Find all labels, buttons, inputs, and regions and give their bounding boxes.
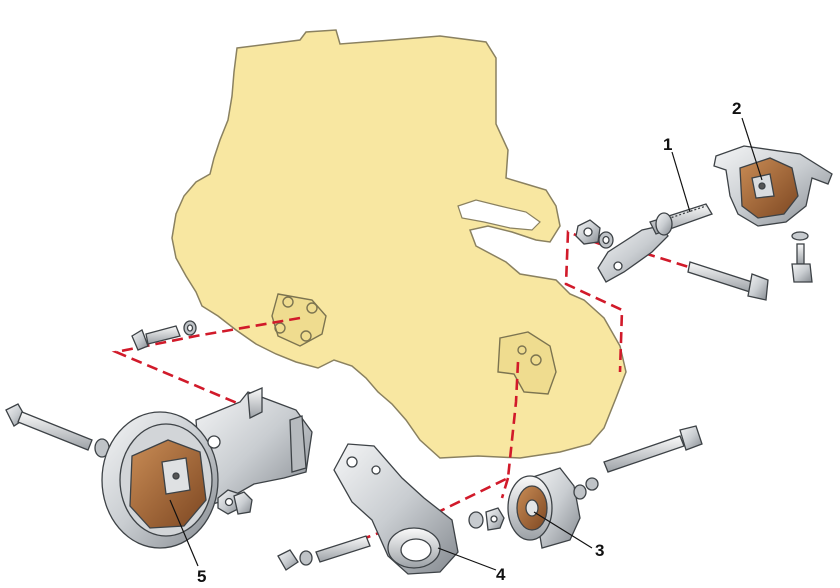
part-2-right-mount bbox=[713, 145, 833, 227]
callout-leader-lines bbox=[169, 117, 763, 571]
part-1-mount-bolt-plate bbox=[597, 203, 713, 283]
part-5-left-mount bbox=[101, 387, 313, 549]
long-bolt-right bbox=[687, 261, 769, 301]
engine-right-bracket bbox=[497, 331, 557, 395]
callout-1: 1 bbox=[663, 135, 672, 154]
nuts-part-5 bbox=[217, 489, 253, 515]
nut-washer-part-1 bbox=[575, 219, 614, 249]
callout-4: 4 bbox=[496, 565, 506, 584]
engine-cutout-slot bbox=[457, 199, 541, 231]
small-bolt-washer-right bbox=[791, 231, 813, 283]
long-bolt-lower-right bbox=[573, 425, 703, 500]
part-4-lower-bracket bbox=[333, 443, 459, 575]
engine-block-silhouette bbox=[171, 29, 627, 459]
bolt-part-4 bbox=[277, 535, 371, 571]
long-bolt-left bbox=[5, 403, 110, 458]
callout-3: 3 bbox=[595, 541, 604, 560]
part-3-cylinder-mount bbox=[507, 467, 581, 549]
callout-5: 5 bbox=[197, 567, 206, 586]
nuts-washers-center bbox=[468, 507, 505, 531]
engine-left-bracket bbox=[271, 293, 327, 347]
callout-2: 2 bbox=[732, 99, 741, 118]
small-bolt-left bbox=[131, 320, 197, 351]
